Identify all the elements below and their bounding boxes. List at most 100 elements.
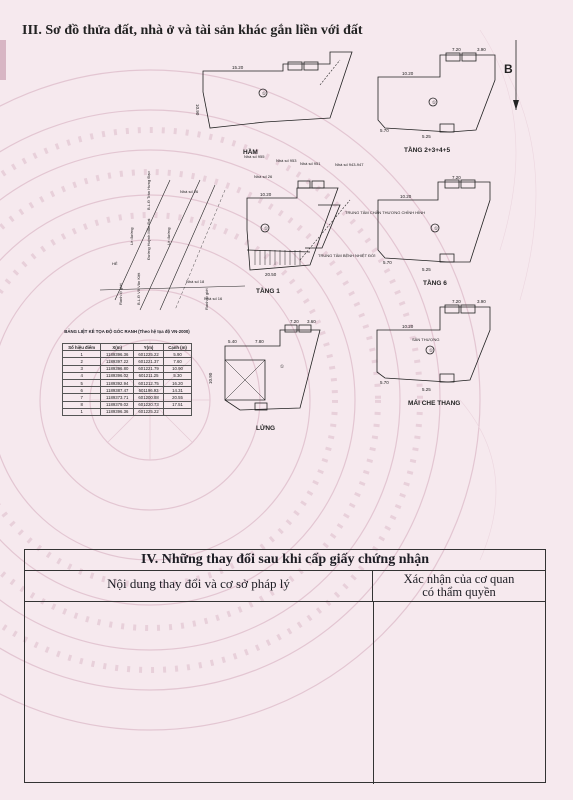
svg-text:5.25: 5.25 xyxy=(422,387,431,392)
coord-table-header-row: Số hiệu điểm X(m) Y(m) Cạnh (m) xyxy=(61,342,192,352)
svg-text:5.70: 5.70 xyxy=(380,380,389,385)
cell: 5 xyxy=(61,378,102,388)
cell: 20.55 xyxy=(163,393,192,402)
svg-text:7.20: 7.20 xyxy=(452,175,461,180)
label-trung-tam-chan-thuong: TRUNG TÂM CHẤN THƯƠNG CHỈNH HÌNH xyxy=(345,210,425,215)
label-mai-che-thang: MÁI CHE THANG xyxy=(408,398,460,407)
label-nha-so-955: Nhà số 955 xyxy=(244,154,265,159)
label-nha-so-26: Nhà số 26 xyxy=(180,189,199,194)
cell: 601220.73 xyxy=(133,400,165,409)
cell: 4 xyxy=(61,371,102,380)
plan-tang-6: ① 10.20 7.20 5.70 5.25 xyxy=(377,175,491,272)
svg-text:10.90: 10.90 xyxy=(195,104,200,116)
label-le-duong-right: Lề đường xyxy=(166,227,171,245)
header-confirm-line-1: Xác nhận của cơ quan xyxy=(403,572,515,586)
label-bld-tran-hung-dao: B.L.Đ Trần Hưng Đạo xyxy=(146,171,151,210)
cell: 601225.22 xyxy=(133,350,165,359)
cell: 1189387.47 xyxy=(100,386,135,395)
svg-text:7.80: 7.80 xyxy=(255,339,264,344)
svg-text:20.50: 20.50 xyxy=(265,272,277,277)
svg-text:15.20: 15.20 xyxy=(232,65,244,70)
header-authority-confirmation: Xác nhận của cơ quan có thẩm quyền xyxy=(373,571,545,601)
changes-table: IV. Những thay đổi sau khi cấp giấy chứn… xyxy=(24,549,546,784)
svg-text:3.60: 3.60 xyxy=(307,319,316,324)
svg-text:①: ① xyxy=(434,226,439,231)
floor-plans-drawing: ① 15.20 10.90 HẦM ① 10.20 7.20 3.90 5.70… xyxy=(99,40,519,432)
label-nha-so-951: Nhà số 951 xyxy=(300,161,321,166)
cell: 1 xyxy=(61,407,102,416)
cell: 601221.37 xyxy=(133,357,165,366)
cell: 1189397.22 xyxy=(100,357,135,366)
svg-text:7.20: 7.20 xyxy=(452,299,461,304)
cell: 14.31 xyxy=(163,386,192,395)
plan-tang-2345: ① 10.20 7.20 3.90 5.70 5.25 xyxy=(377,47,496,139)
label-le-duong-left: Lề đường xyxy=(129,227,134,245)
compass: B xyxy=(504,40,519,110)
svg-text:5.70: 5.70 xyxy=(380,128,389,133)
cell: 6 xyxy=(61,386,102,395)
cell: 1189373.71 xyxy=(100,393,135,402)
compass-north-label: B xyxy=(504,62,513,76)
cell: 3 xyxy=(61,364,102,373)
section-4-title: IV. Những thay đổi sau khi cấp giấy chứn… xyxy=(25,550,545,571)
plan-ham: ① 15.20 10.90 xyxy=(195,51,353,129)
cell: 1189396.36 xyxy=(100,350,135,359)
label-ranh-lo-gioi-left: Ranh lộ giới xyxy=(118,283,123,305)
svg-text:7.20: 7.20 xyxy=(290,319,299,324)
plan-tang-1: ① 10.20 20.50 xyxy=(99,179,351,311)
cell: 601225.22 xyxy=(133,407,165,416)
label-tang-6: TẦNG 6 xyxy=(423,277,447,287)
svg-text:10.90: 10.90 xyxy=(208,372,213,384)
header-change-content: Nội dung thay đổi và cơ sở pháp lý xyxy=(25,571,373,601)
cell: 601221.79 xyxy=(133,364,165,373)
cell: 1189396.80 xyxy=(100,364,135,373)
svg-text:7.20: 7.20 xyxy=(452,47,461,52)
label-ranh-lo-gioi-right: Ranh lộ giới xyxy=(204,288,209,310)
svg-text:10.20: 10.20 xyxy=(402,71,414,76)
cell: 16.20 xyxy=(163,378,192,388)
cell: 5.90 xyxy=(163,350,192,359)
cell: 1189396.36 xyxy=(100,407,135,416)
cell: 7.60 xyxy=(163,357,192,366)
label-tang-1: TẦNG 1 xyxy=(256,285,280,295)
plan-lung: 5.40 7.80 7.20 3.60 10.90 ① xyxy=(208,319,321,411)
svg-text:①: ① xyxy=(429,348,434,353)
label-nha-so-943-947: Nhà số 943-947 xyxy=(335,162,364,167)
cell: 1189392.94 xyxy=(100,378,135,388)
label-lung: LỬNG xyxy=(256,423,275,432)
cell xyxy=(163,407,192,416)
cell: 7 xyxy=(61,393,102,402)
coord-header-y: Y(m) xyxy=(133,342,165,352)
label-trung-tam-benh-nhiet-doi: TRUNG TÂM BỆNH NHIỆT ĐỚI xyxy=(318,253,376,258)
svg-text:①: ① xyxy=(280,364,285,369)
changes-header-row: Nội dung thay đổi và cơ sở pháp lý Xác n… xyxy=(25,571,545,602)
change-content-cell xyxy=(25,602,374,784)
cell: 10.90 xyxy=(163,364,192,373)
label-so-ve: HẺ xyxy=(112,261,118,266)
label-ham: HẦM xyxy=(243,146,258,156)
coord-header-edge: Cạnh (m) xyxy=(163,342,192,352)
cell: 8 xyxy=(61,400,102,409)
cell: 1189396.02 xyxy=(100,371,135,380)
cell: 1189379.02 xyxy=(100,400,135,409)
cell: 601200.88 xyxy=(133,393,165,402)
label-san-thuong: SÂN THƯỢNG xyxy=(412,337,439,342)
cell: 601212.75 xyxy=(133,378,165,388)
svg-text:10.20: 10.20 xyxy=(400,194,412,199)
header-confirm-line-2: có thẩm quyền xyxy=(422,585,496,599)
label-bld-vo-van-kiet: B.L.Đ Võ Văn Kiệt xyxy=(136,272,141,305)
cell: 2 xyxy=(61,357,102,366)
coord-header-point: Số hiệu điểm xyxy=(61,342,102,352)
label-nha-so-16: Nhà số 16 xyxy=(204,296,223,301)
changes-body-row xyxy=(25,602,545,784)
cell: 1 xyxy=(61,350,102,359)
svg-text:①: ① xyxy=(264,226,269,231)
